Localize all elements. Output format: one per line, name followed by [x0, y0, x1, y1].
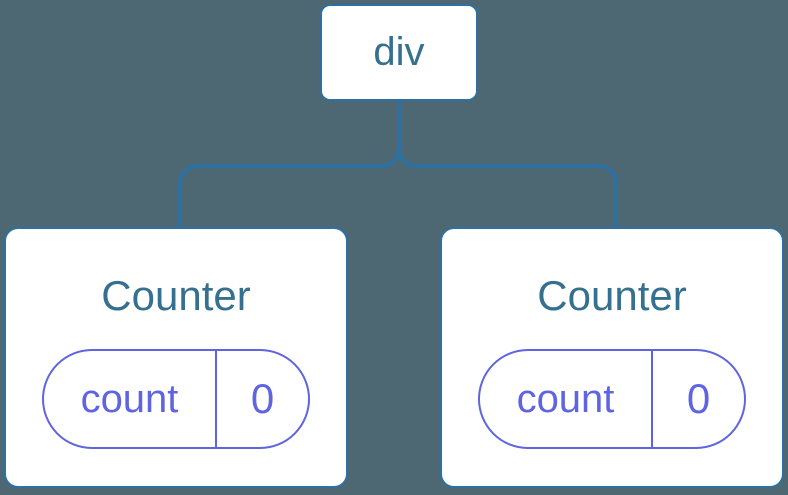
- connector-left-branch: [178, 101, 401, 229]
- state-pill: count 0: [478, 349, 746, 450]
- state-key: count: [44, 351, 217, 448]
- root-node-label: div: [373, 30, 425, 74]
- root-node-div: div: [320, 4, 478, 101]
- counter-node-right: Counter count 0: [440, 227, 784, 488]
- counter-node-left: Counter count 0: [4, 227, 348, 488]
- state-value: 0: [686, 375, 711, 423]
- state-value: 0: [250, 375, 275, 423]
- connector-right-branch: [397, 101, 618, 229]
- component-title: Counter: [101, 272, 251, 319]
- state-pill: count 0: [42, 349, 310, 450]
- state-key: count: [480, 351, 653, 448]
- component-title: Counter: [537, 272, 687, 319]
